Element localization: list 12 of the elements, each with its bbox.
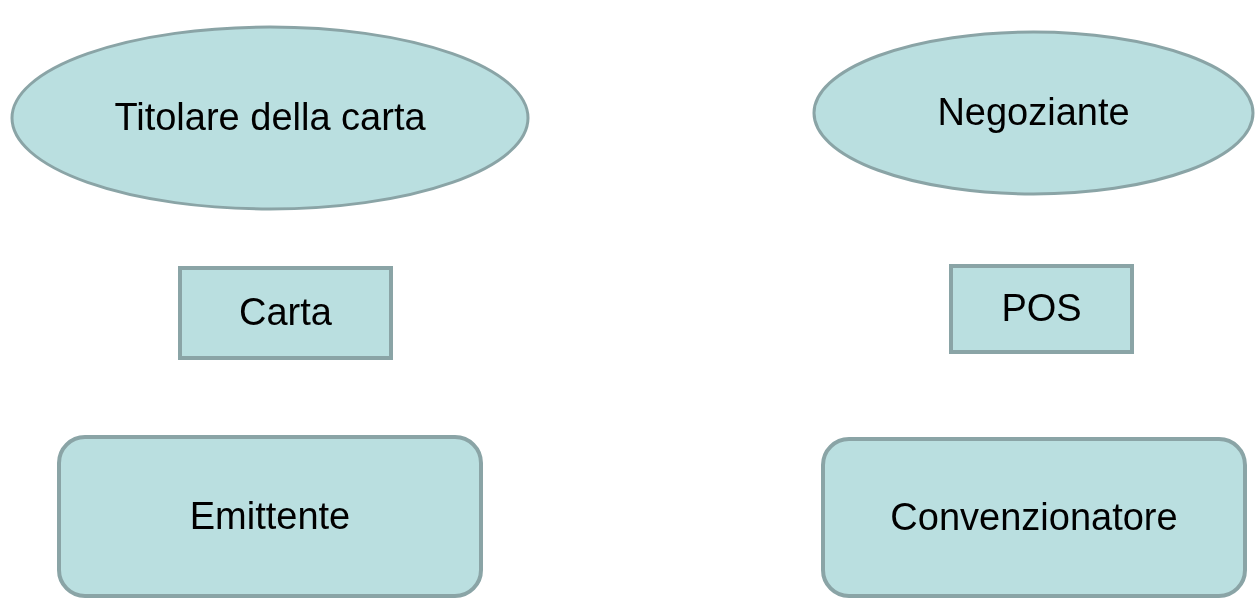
node-label: POS xyxy=(1001,286,1082,332)
rect-box xyxy=(178,266,393,360)
ellipse-node xyxy=(812,30,1255,196)
node-label: Emittente xyxy=(189,493,351,539)
rounded-box xyxy=(821,437,1247,598)
node-label: Convenzionatore xyxy=(890,494,1178,540)
ellipse-node xyxy=(10,25,530,211)
node-label: Titolare della carta xyxy=(114,95,426,141)
rounded-box xyxy=(57,435,483,598)
node-label: Carta xyxy=(239,290,332,336)
rect-box xyxy=(949,264,1134,354)
node-label: Negoziante xyxy=(937,90,1130,136)
